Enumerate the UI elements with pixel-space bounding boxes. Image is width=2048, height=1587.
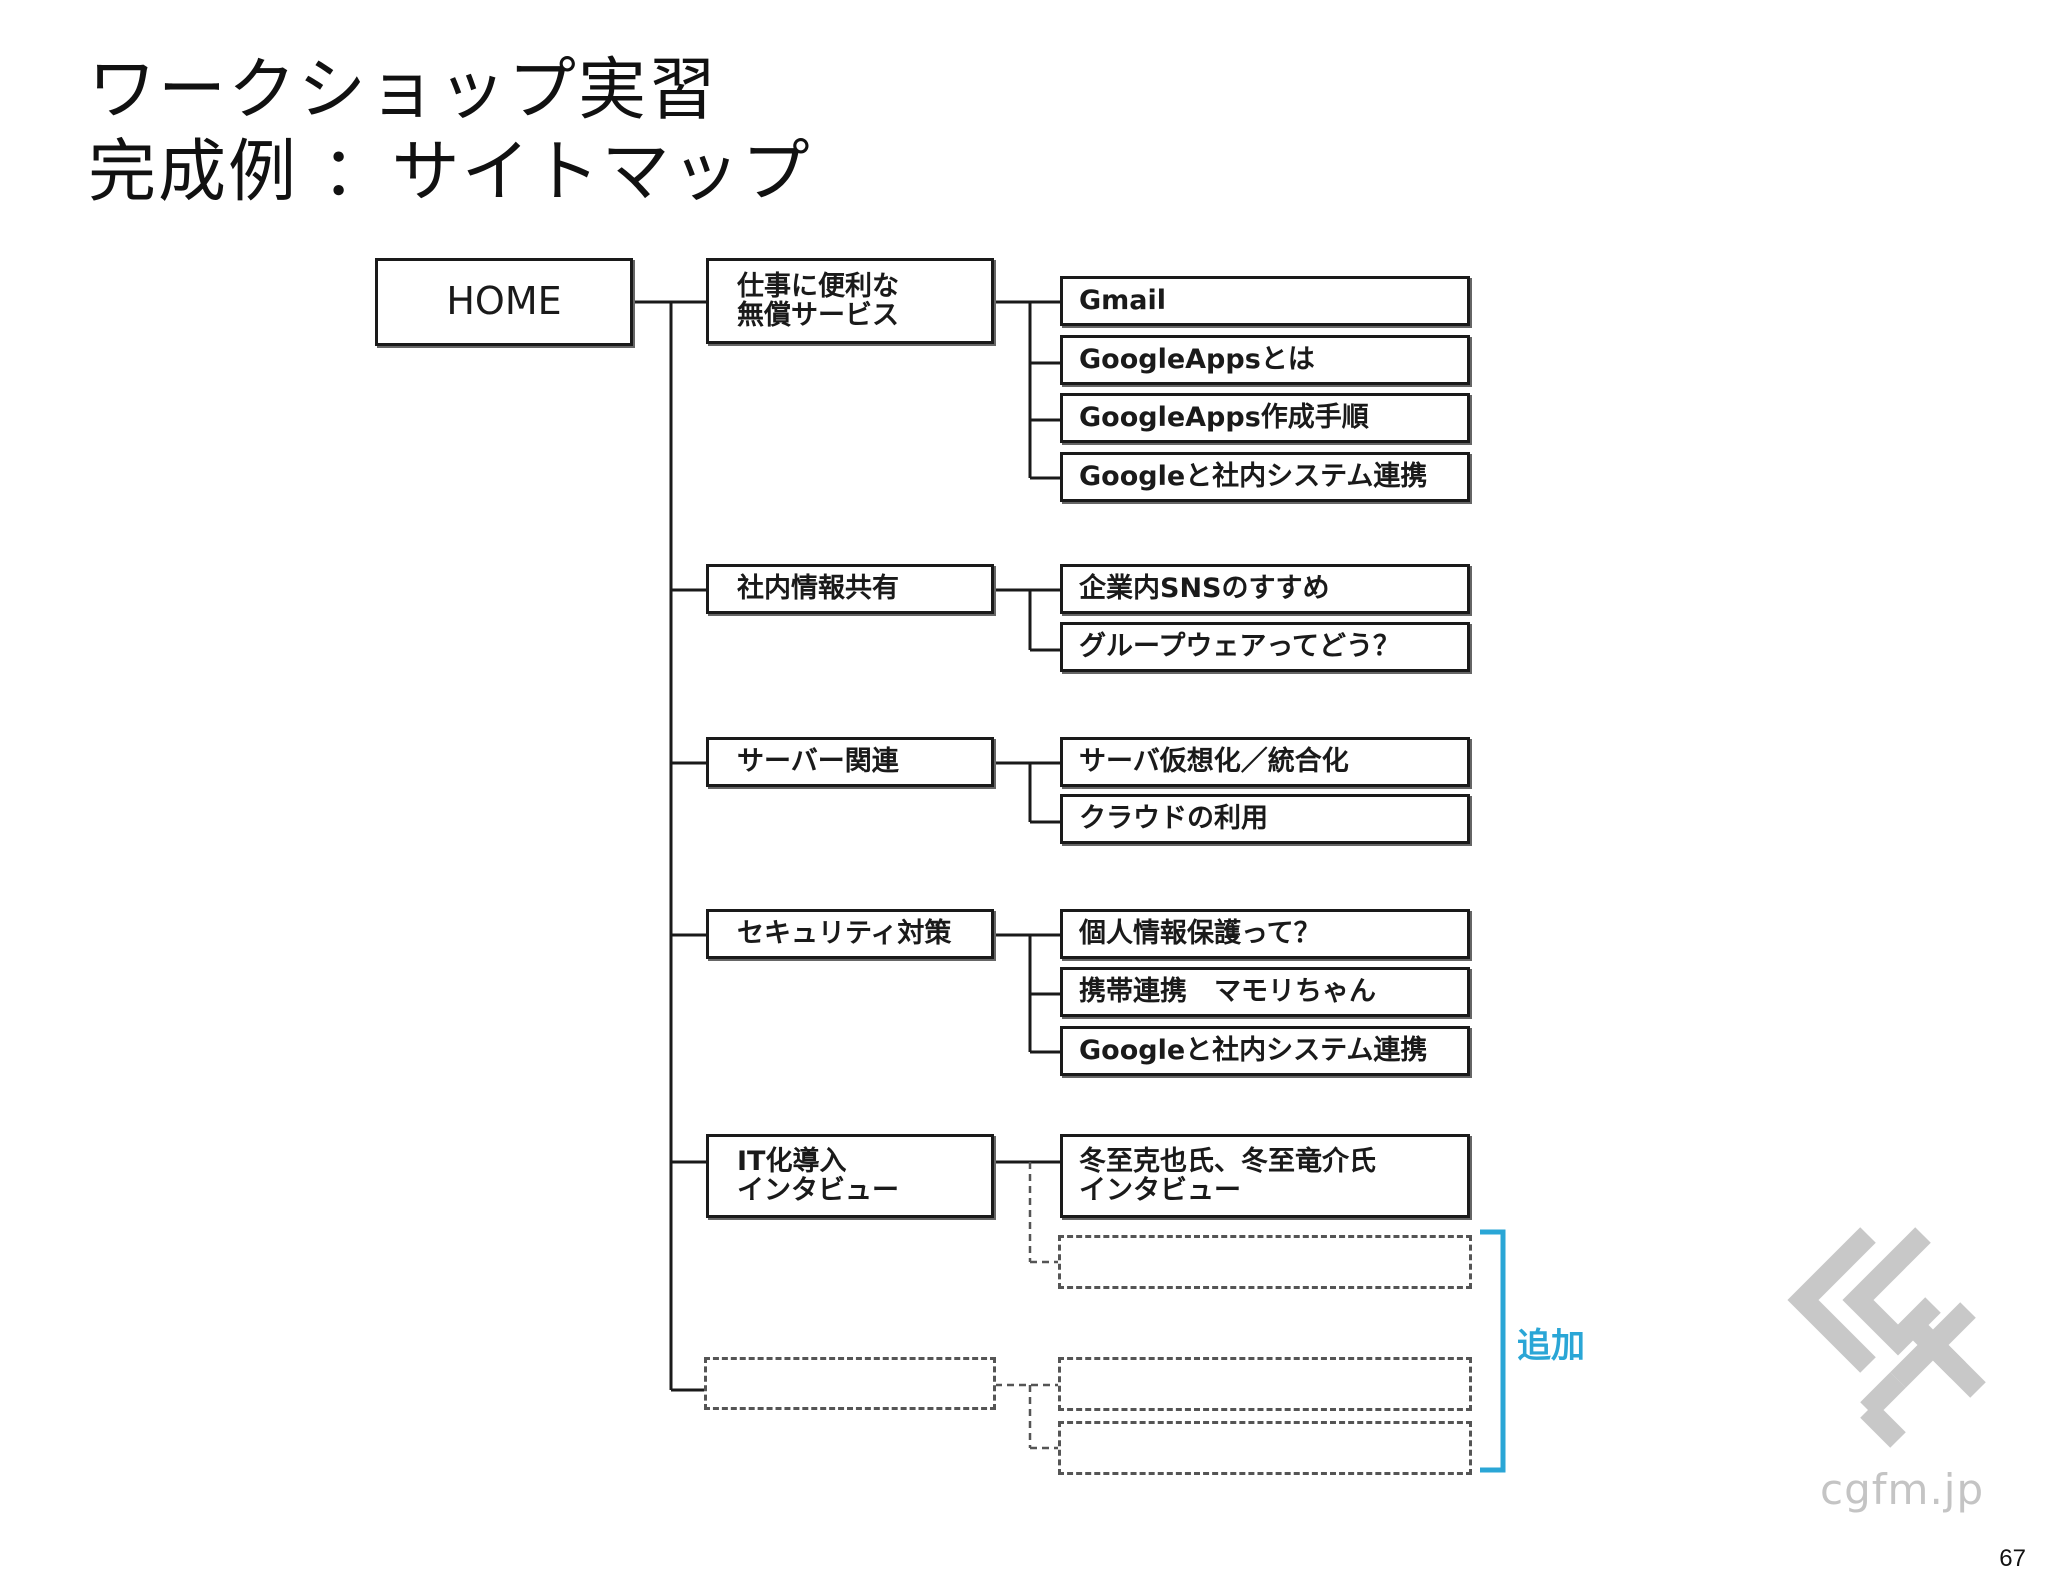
page-node-placeholder [1058, 1421, 1472, 1475]
page-label: GoogleAppsとは [1079, 344, 1315, 376]
page-label: Googleと社内システム連携 [1079, 461, 1428, 493]
page-node-placeholder [1058, 1357, 1472, 1411]
page-label: Gmail [1079, 285, 1167, 317]
page-label: 個人情報保護って？ [1079, 918, 1321, 950]
page-label: 冬至克也氏、冬至竜介氏 インタビュー [1079, 1145, 1376, 1206]
dashed-connectors [995, 1162, 1062, 1450]
category-node-security: セキュリティ対策 [706, 909, 994, 959]
cgfm-logo-icon [1787, 1227, 1986, 1448]
category-node-free-services: 仕事に便利な 無償サービス [706, 258, 994, 344]
addition-bracket [1480, 1229, 1506, 1473]
category-node-info-sharing: 社内情報共有 [706, 564, 994, 614]
home-node-label: HOME [446, 279, 562, 324]
category-node-interview: IT化導入 インタビュー [706, 1134, 994, 1218]
page-node: GoogleApps作成手順 [1060, 393, 1470, 443]
page-label: サーバ仮想化／統合化 [1079, 746, 1349, 778]
category-label: 社内情報共有 [737, 573, 899, 605]
page-node: GoogleAppsとは [1060, 335, 1470, 385]
page-node: 個人情報保護って？ [1060, 909, 1470, 959]
page-node: 冬至克也氏、冬至竜介氏 インタビュー [1060, 1134, 1470, 1218]
page-node: 企業内SNSのすすめ [1060, 564, 1470, 614]
page-label: クラウドの利用 [1079, 803, 1268, 835]
page-node: Googleと社内システム連携 [1060, 1026, 1470, 1076]
category-label: セキュリティ対策 [737, 918, 952, 950]
addition-label: 追加 [1517, 1326, 1585, 1366]
page-label: 携帯連携 マモリちゃん [1079, 976, 1376, 1008]
category-node-server: サーバー関連 [706, 737, 994, 787]
page-node: サーバ仮想化／統合化 [1060, 737, 1470, 787]
page-node: Googleと社内システム連携 [1060, 452, 1470, 502]
page-title-line-2: 完成例 ：サイトマップ [88, 133, 812, 212]
category-node-placeholder [704, 1357, 996, 1410]
page-node: 携帯連携 マモリちゃん [1060, 967, 1470, 1017]
page-label: Googleと社内システム連携 [1079, 1035, 1428, 1067]
page-label: 企業内SNSのすすめ [1079, 573, 1330, 605]
category-label: IT化導入 インタビュー [737, 1145, 899, 1206]
page-node: クラウドの利用 [1060, 794, 1470, 844]
home-node: HOME [375, 258, 633, 346]
cgfm-logo: cgfm.jp [1748, 1215, 2028, 1515]
page-title-line-1: ワークショップ実習 [88, 51, 719, 130]
cgfm-logo-text: cgfm.jp [1820, 1465, 1985, 1514]
category-label: 仕事に便利な 無償サービス [737, 270, 899, 331]
category-label: サーバー関連 [737, 746, 899, 778]
page-label: グループウェアってどう？ [1079, 631, 1401, 663]
page-node: Gmail [1060, 276, 1470, 326]
page-node: グループウェアってどう？ [1060, 622, 1470, 672]
page-node-placeholder [1058, 1235, 1472, 1289]
page-label: GoogleApps作成手順 [1079, 402, 1369, 434]
page-number: 67 [1999, 1545, 2026, 1572]
solid-connectors [633, 300, 1062, 1392]
